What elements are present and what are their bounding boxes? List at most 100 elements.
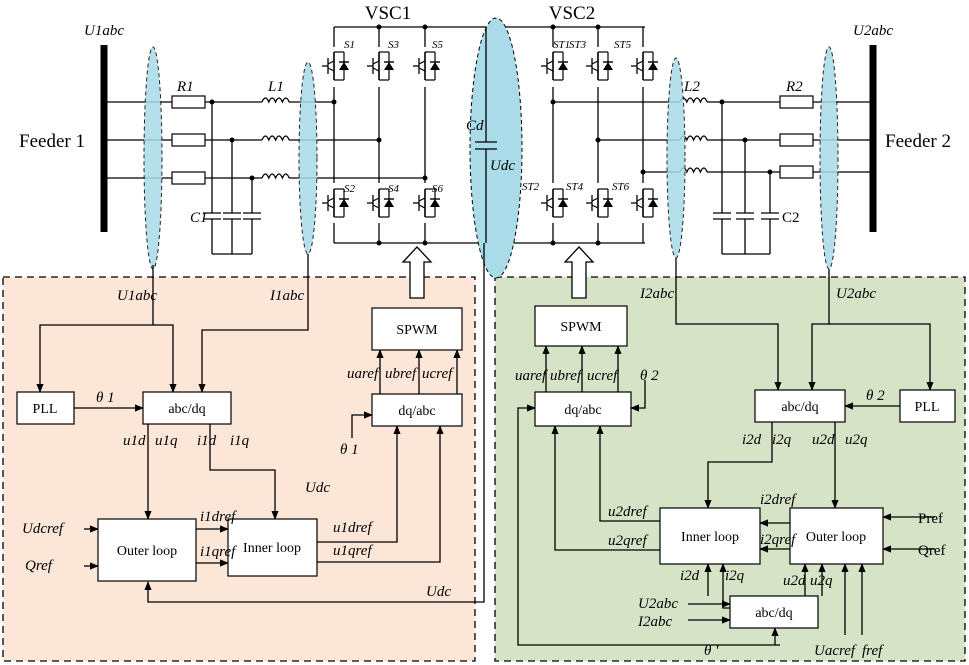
inner1-text: Inner loop (243, 541, 301, 556)
inner2-text: Inner loop (681, 530, 739, 545)
right-u2d-b-label: u2d (783, 573, 806, 589)
right-i2q-label: i2q (772, 432, 792, 448)
right-u2abc-label: U2abc (836, 286, 876, 302)
r1-resistors (171, 95, 206, 185)
left-ucref-label: ucref (422, 366, 454, 382)
st6-label: ST6 (612, 181, 630, 193)
vsc1-label: VSC1 (365, 3, 411, 24)
left-udc-bottom-label: Udc (426, 584, 451, 600)
left-control-wiring (36, 243, 485, 603)
right-pref-label: Pref (918, 511, 943, 527)
c2-label: C2 (782, 210, 800, 226)
vsc2-label: VSC2 (549, 3, 595, 24)
feeder1-label: Feeder 1 (19, 131, 85, 152)
udc-cap-label: Udc (490, 158, 515, 174)
s1-label: S1 (344, 39, 355, 51)
u2abc-top-label: U2abc (853, 23, 893, 39)
st1-label: ST1 (553, 39, 570, 51)
dqabc1-text: dq/abc (398, 404, 435, 419)
left-uaref-label: uaref (347, 366, 380, 382)
st5-label: ST5 (614, 39, 632, 51)
right-control-wiring (517, 258, 935, 646)
inner1-block (227, 518, 318, 577)
c2-capacitors (713, 99, 779, 255)
left-u1d-label: u1d (123, 433, 146, 449)
left-udc-label: Udc (305, 480, 330, 496)
left-u1q-label: u1q (155, 433, 178, 449)
spwm1-to-vsc1-arrow (401, 246, 433, 299)
right-ubref-label: ubref (550, 368, 583, 384)
dqabc1-block (371, 393, 463, 427)
right-ucref-label: ucref (587, 368, 619, 384)
dc-capacitor (475, 27, 497, 243)
right-uacref-label: Uacref (814, 643, 857, 659)
vsc1-bridge (320, 24, 450, 246)
right-theta2-label: θ 2 (866, 388, 885, 404)
outer2-text: Outer loop (806, 530, 866, 545)
cd-label: Cd (466, 118, 484, 134)
left-theta1b-label: θ 1 (340, 442, 359, 458)
right-theta2b-label: θ 2 (640, 368, 659, 384)
right-u2abc-in-label: U2abc (638, 596, 678, 612)
right-u2q-b-label: u2q (810, 573, 833, 589)
c1-label: C1 (190, 210, 208, 226)
st2-label: ST2 (522, 181, 540, 193)
left-udcref-label: Udcref (22, 521, 65, 537)
right-u2dref-label: u2dref (608, 504, 648, 520)
left-u1qref-label: u1qref (333, 543, 373, 559)
right-i2qref-label: i2qref (760, 532, 797, 548)
right-uaref-label: uaref (515, 368, 548, 384)
abcdq1-text: abc/dq (168, 402, 205, 417)
s2-label: S2 (344, 183, 356, 195)
spwm1-block (371, 307, 463, 351)
spwm2-block (534, 305, 628, 347)
l1-label: L1 (267, 79, 284, 95)
right-i2q-b-label: i2q (725, 568, 745, 584)
right-i2d-b-label: i2d (680, 568, 700, 584)
u1abc-top-label: U1abc (84, 23, 124, 39)
right-theta-prime-label: θ ' (704, 643, 719, 659)
pll2-text: PLL (915, 400, 940, 415)
inner2-block (659, 507, 761, 565)
left-i1q-label: i1q (230, 433, 250, 449)
right-i2abc-label: I2abc (639, 286, 674, 302)
outer2-block (789, 507, 884, 565)
right-i2dref-label: i2dref (760, 492, 797, 508)
c1-capacitors (203, 99, 261, 255)
feeder2-label: Feeder 2 (885, 131, 951, 152)
left-i1dref-label: i1dref (200, 509, 237, 525)
s6-label: S6 (432, 183, 444, 195)
s4-label: S4 (388, 183, 400, 195)
left-theta1-label: θ 1 (96, 390, 115, 406)
spwm2-to-vsc2-arrow (563, 246, 595, 299)
i2abc-measure-ellipse (666, 57, 686, 259)
outer1-block (97, 518, 197, 582)
right-u2qref-label: u2qref (608, 533, 648, 549)
u2abc-measure-ellipse (819, 46, 839, 270)
abcdq3-text: abc/dq (755, 606, 792, 621)
r1-label: R1 (176, 79, 194, 95)
left-ubref-label: ubref (385, 366, 418, 382)
r2-label: R2 (785, 79, 803, 95)
right-i2abc-in-label: I2abc (637, 614, 672, 630)
r2-resistors (779, 95, 814, 179)
s5-label: S5 (432, 39, 444, 51)
left-i1abc-label: I1abc (269, 288, 304, 304)
dqabc2-block (534, 391, 632, 427)
outer1-text: Outer loop (117, 544, 177, 559)
l2-label: L2 (683, 79, 700, 95)
s3-label: S3 (388, 39, 400, 51)
left-u1abc-label: U1abc (117, 288, 157, 304)
abcdq2-text: abc/dq (781, 400, 818, 415)
abcdq3-block (729, 595, 819, 629)
abcdq1-block (142, 391, 232, 425)
spwm1-text: SPWM (396, 323, 438, 338)
right-i2d-label: i2d (742, 432, 762, 448)
right-u2q-label: u2q (845, 432, 868, 448)
pll2-block (899, 389, 956, 423)
st3-label: ST3 (569, 39, 587, 51)
left-qref-label: Qref (25, 558, 54, 574)
left-u1dref-label: u1dref (333, 520, 373, 536)
